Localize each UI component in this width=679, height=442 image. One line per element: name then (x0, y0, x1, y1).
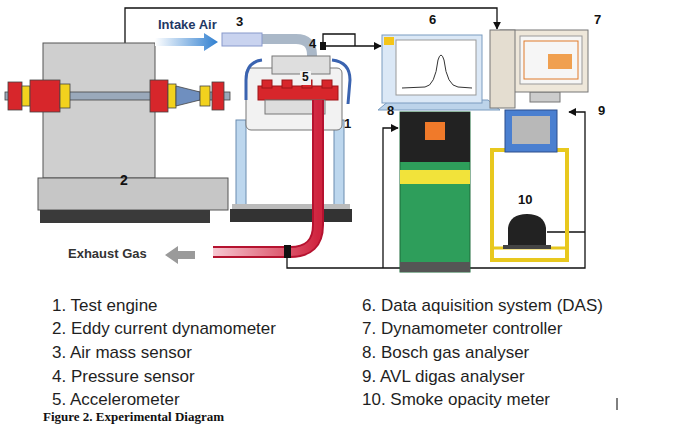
bosch-gas-analyser (425, 122, 445, 140)
legend-item: 4. Pressure sensor (52, 367, 195, 387)
test-engine (246, 56, 350, 130)
test-engine (262, 80, 272, 88)
dynamometer-controller (530, 92, 560, 102)
drive-shaft (212, 82, 224, 110)
avl-digas-analyser (505, 110, 557, 152)
signal-wire (383, 128, 398, 268)
smoke-opacity-meter (503, 214, 551, 249)
engine-stand (230, 209, 352, 222)
drive-shaft (30, 80, 60, 112)
bosch-gas-analyser (400, 112, 470, 272)
das-monitor (396, 40, 476, 95)
drive-shaft (150, 80, 168, 112)
drive-shaft (168, 84, 176, 108)
dynamometer (38, 43, 228, 223)
drive-shaft (60, 84, 70, 108)
legend-item: 6. Data aquisition system (DAS) (362, 296, 603, 316)
flow-label: Exhaust Gas (68, 247, 147, 262)
bosch-gas-analyser (400, 112, 470, 162)
dynamometer-controller (520, 36, 582, 84)
test-engine (282, 80, 292, 88)
das-monitor (378, 35, 500, 110)
bosch-gas-analyser (400, 262, 470, 272)
smoke-opacity-meter (503, 245, 551, 249)
legend-item: 2. Eddy current dynamometer (52, 319, 276, 339)
stray-mark (617, 398, 618, 410)
dynamometer (38, 178, 228, 210)
legend-item: 10. Smoke opacity meter (362, 390, 550, 410)
exhaust-pipe (165, 100, 318, 264)
bosch-gas-analyser (400, 170, 470, 184)
air-mass-sensor (155, 33, 218, 51)
signal-wire (323, 34, 355, 46)
figure-caption: Figure 2. Experimental Diagram (43, 410, 224, 425)
dynamometer (40, 210, 210, 223)
avl-digas-analyser (492, 150, 567, 260)
dynamometer-controller (490, 30, 515, 108)
test-engine (246, 68, 342, 130)
test-engine (322, 80, 332, 88)
callout-number: 7 (594, 13, 601, 28)
callout-number: 10 (518, 193, 532, 208)
dynamometer-controller (490, 30, 588, 108)
legend-item: 8. Bosch gas analyser (362, 343, 529, 363)
callout-number: 6 (429, 13, 436, 28)
engine-stand (236, 120, 246, 208)
drive-shaft (5, 80, 230, 112)
das-monitor (382, 35, 482, 103)
drive-shaft (200, 86, 210, 106)
dynamometer-controller (548, 54, 572, 69)
avl-digas-analyser (512, 116, 550, 144)
exhaust-pipe (213, 100, 318, 252)
drive-shaft (22, 86, 30, 106)
callout-number: 3 (236, 15, 243, 30)
exhaust-pipe (165, 246, 195, 264)
callout-number: 2 (120, 172, 128, 188)
callout-number: 8 (387, 104, 394, 119)
callout-number: 5 (300, 71, 311, 85)
bosch-gas-analyser (400, 112, 470, 272)
pressure-sensor (320, 42, 326, 50)
exhaust-pipe (213, 100, 318, 252)
legend-item: 3. Air mass sensor (52, 343, 192, 363)
engine-stand (232, 204, 350, 209)
avl-digas-analyser (492, 110, 567, 260)
drive-shaft (176, 86, 200, 106)
stray-mark (617, 398, 618, 410)
smoke-opacity-meter (508, 214, 546, 247)
das-monitor (402, 55, 472, 88)
pressure-sensor (320, 42, 326, 50)
dynamometer-controller (524, 41, 578, 79)
legend-item: 7. Dynamometer controller (362, 319, 562, 339)
callout-number: 9 (598, 104, 605, 119)
callout-number: 4 (309, 37, 316, 52)
legend-item: 5. Accelerometer (52, 390, 180, 410)
engine-stand (230, 120, 352, 222)
legend-item: 9. AVL digas analyser (362, 367, 525, 387)
das-monitor (384, 37, 394, 45)
signal-wire (326, 45, 381, 46)
engine-stand (334, 120, 344, 208)
legend-item: 1. Test engine (52, 296, 158, 316)
drive-shaft (8, 82, 22, 110)
flow-label: Intake Air (158, 18, 217, 33)
air-mass-sensor (222, 33, 262, 46)
callout-number: 1 (344, 117, 351, 132)
exhaust-pipe (284, 245, 291, 258)
